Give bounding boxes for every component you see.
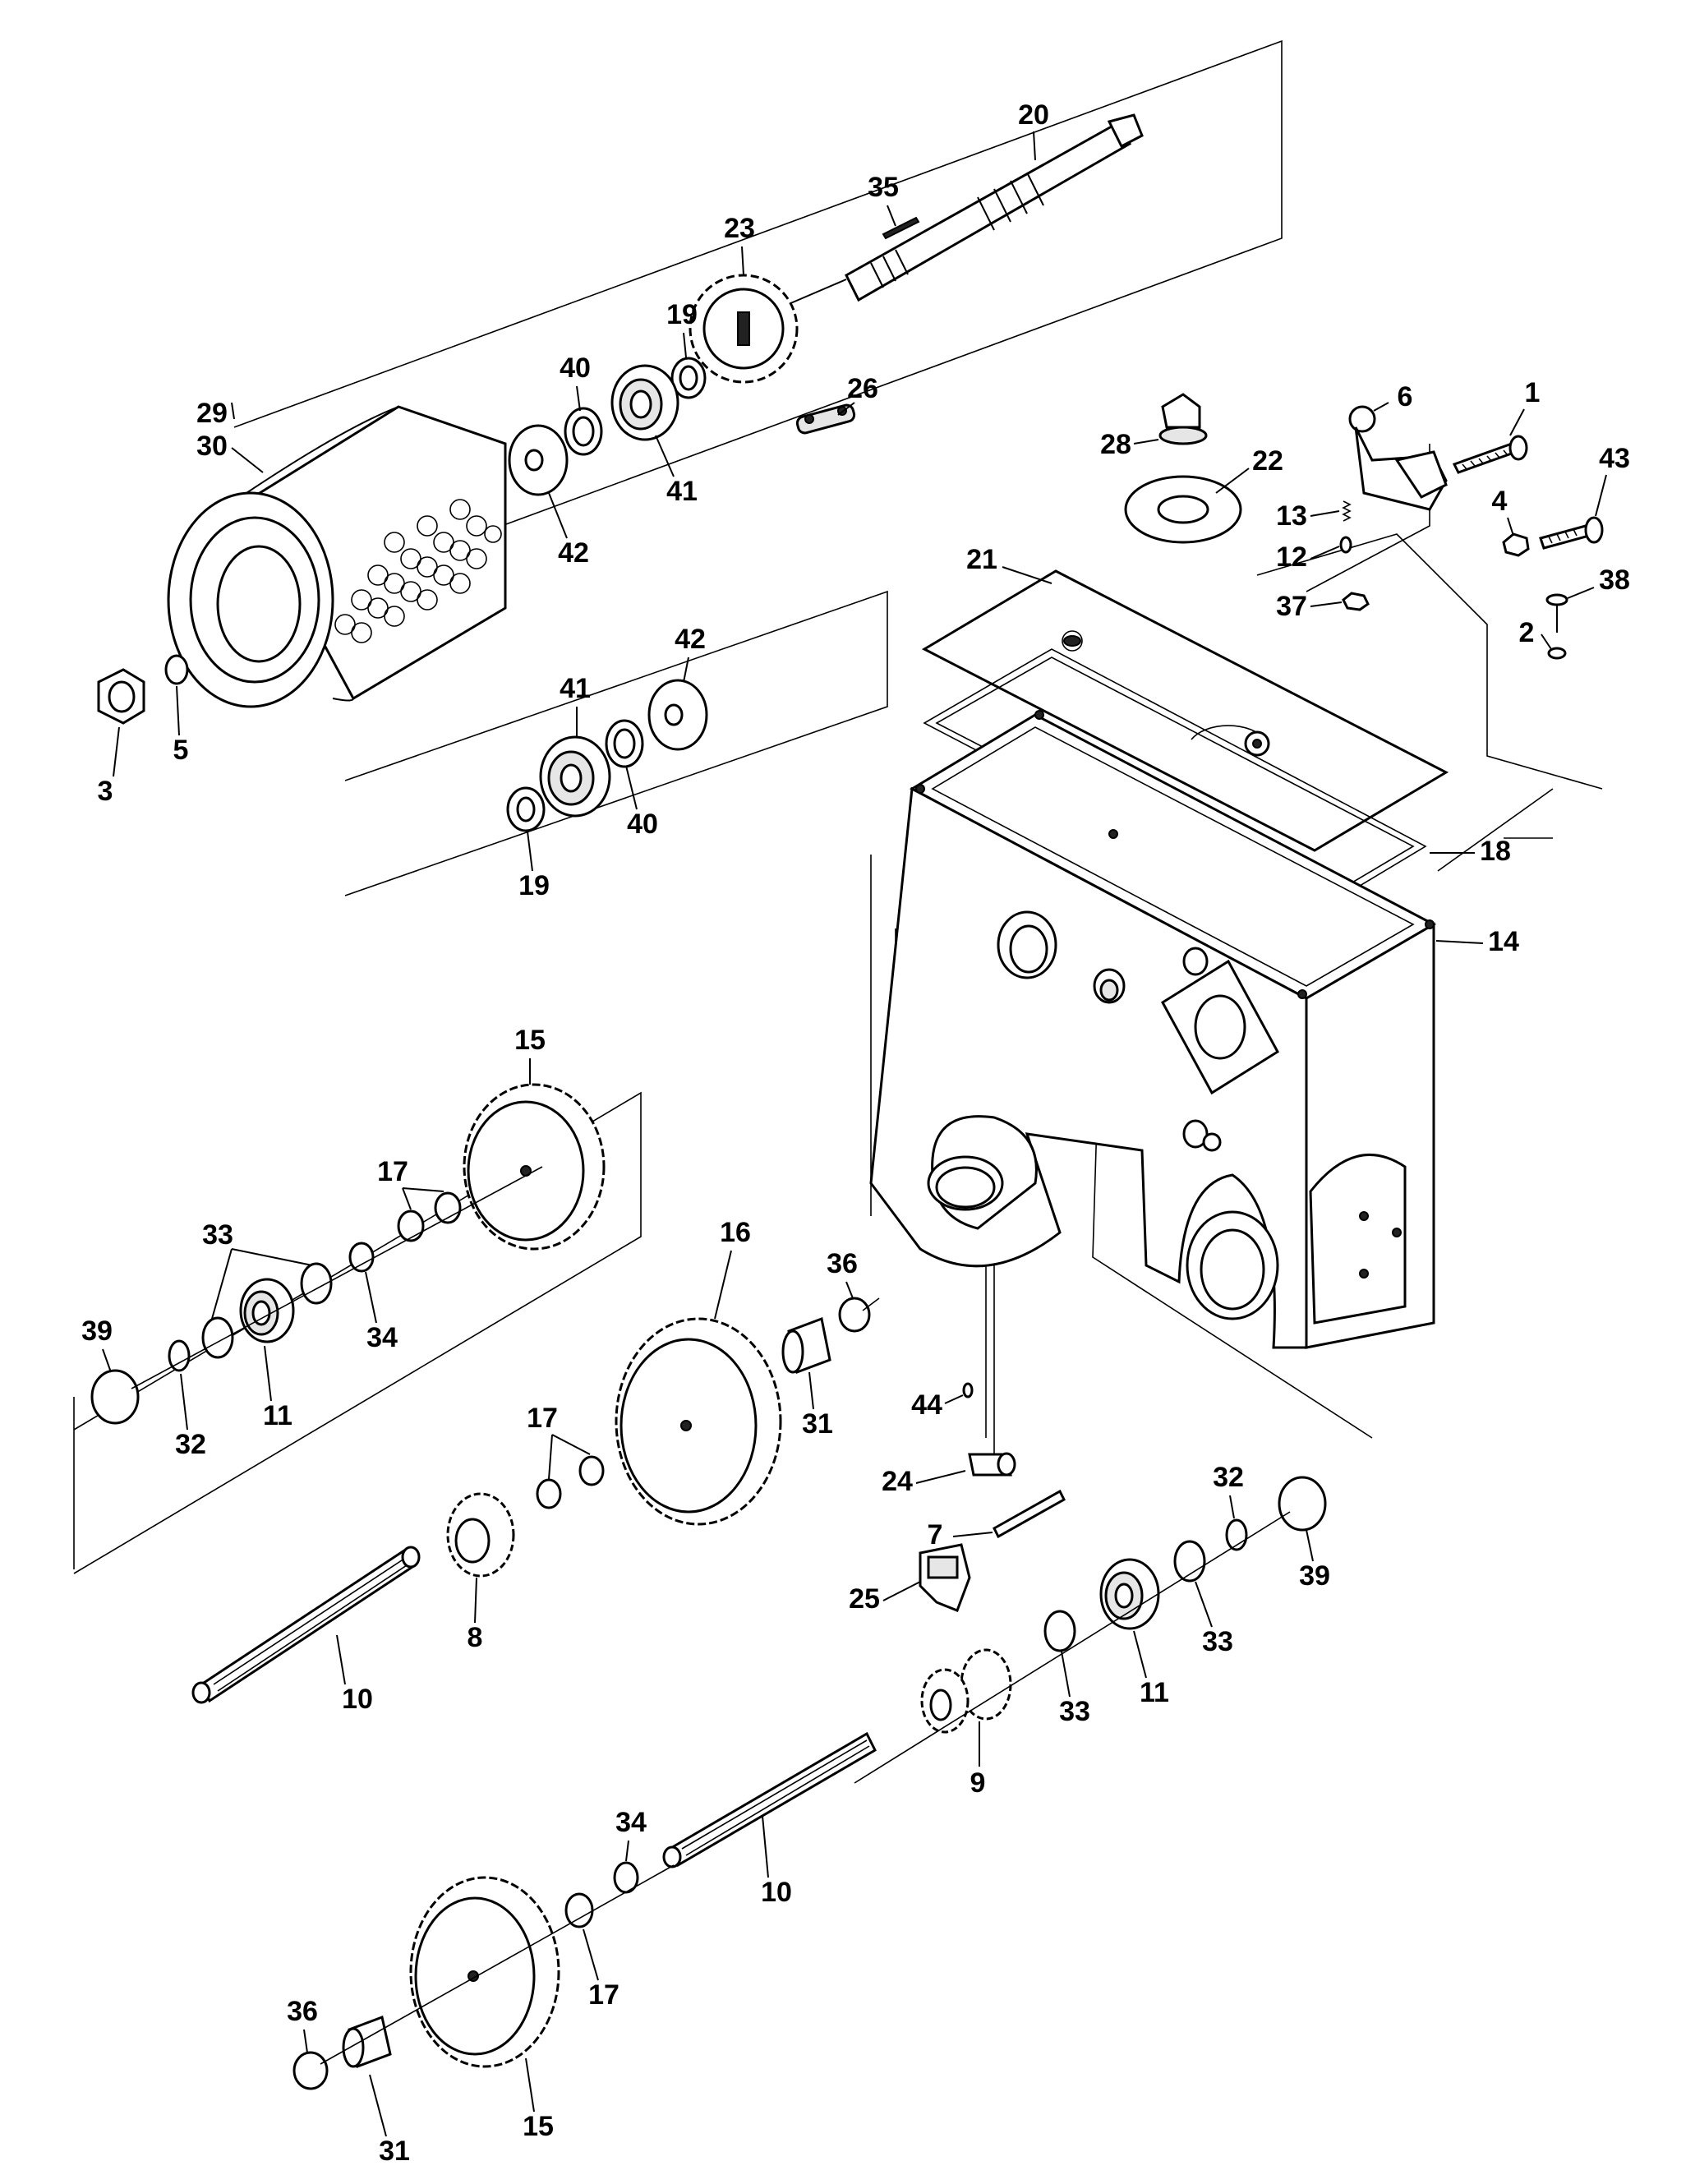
key-part: [882, 216, 920, 240]
callout-39a: 39: [81, 1315, 113, 1347]
spline-shaft-upper: [191, 1546, 421, 1704]
callout-36b: 36: [287, 1996, 318, 2027]
callout-8: 8: [468, 1622, 483, 1653]
bearing: [610, 364, 679, 441]
callout-24: 24: [882, 1466, 913, 1497]
callout-11a: 11: [263, 1400, 292, 1431]
left-gear-group: [90, 1083, 606, 1425]
callout-42a: 42: [558, 537, 589, 569]
bottom-gear-group: [292, 1861, 675, 2090]
callout-36a: 36: [827, 1248, 858, 1279]
callout-12: 12: [1276, 541, 1307, 573]
callout-26: 26: [847, 373, 878, 404]
callout-13: 13: [1276, 500, 1307, 532]
callout-labels: 1 2 3 4 5 6 7 8 9 10 10 11 11 12 13 14 1…: [81, 99, 1630, 2167]
callout-44: 44: [911, 1389, 942, 1421]
callout-28: 28: [1100, 429, 1131, 460]
callout-35: 35: [868, 172, 899, 203]
callout-16: 16: [720, 1217, 751, 1248]
callout-14: 14: [1488, 926, 1519, 957]
bearing-subassembly: [506, 679, 708, 832]
callout-40b: 40: [627, 809, 658, 840]
callout-17a: 17: [377, 1156, 408, 1187]
drum: [167, 405, 507, 708]
callout-1: 1: [1525, 377, 1541, 408]
spacer-inner: [572, 416, 595, 447]
callout-7: 7: [928, 1519, 943, 1550]
callout-43: 43: [1599, 443, 1630, 474]
ball: [1339, 536, 1352, 554]
callout-2: 2: [1519, 617, 1535, 648]
breather-cap: [1158, 393, 1208, 445]
callout-9: 9: [970, 1767, 986, 1799]
chain-link: [795, 403, 856, 435]
callout-17b: 17: [527, 1403, 558, 1434]
nut-4: [1502, 532, 1530, 557]
nut: [97, 668, 145, 725]
callout-33c: 33: [1202, 1626, 1233, 1657]
sprocket: [689, 274, 799, 384]
callout-3: 3: [98, 776, 113, 807]
callout-11b: 11: [1140, 1677, 1169, 1708]
callout-32a: 32: [175, 1429, 206, 1460]
screw-38: [1545, 593, 1568, 660]
callout-39b: 39: [1299, 1560, 1330, 1592]
callout-33b: 33: [1059, 1696, 1090, 1727]
nut-37: [1342, 592, 1370, 611]
callout-29: 29: [196, 398, 228, 429]
spring: [1342, 500, 1352, 522]
callout-30: 30: [196, 431, 228, 462]
spacer-ring: [508, 424, 569, 496]
bolt-1: [1452, 435, 1528, 474]
right-lower-group: [854, 1382, 1327, 1784]
callout-20: 20: [1018, 99, 1049, 131]
callout-10b: 10: [761, 1877, 792, 1908]
callout-33a: 33: [202, 1219, 233, 1251]
callout-40a: 40: [560, 352, 591, 384]
callout-38: 38: [1599, 564, 1630, 596]
callout-15a: 15: [514, 1025, 546, 1056]
shift-lever: [1348, 405, 1448, 511]
callout-42b: 42: [675, 624, 706, 655]
callout-17c: 17: [588, 1979, 620, 2011]
callout-32b: 32: [1213, 1462, 1244, 1493]
spline-shaft-lower: [662, 1731, 877, 1868]
middle-gear: [446, 1297, 880, 1578]
callout-41a: 41: [666, 476, 698, 507]
callout-6: 6: [1398, 381, 1413, 412]
callout-19b: 19: [518, 870, 550, 901]
callout-31b: 31: [379, 2136, 410, 2167]
callout-15b: 15: [523, 2111, 554, 2142]
callout-34a: 34: [366, 1322, 398, 1353]
callout-19a: 19: [666, 299, 698, 330]
callout-31a: 31: [802, 1408, 833, 1440]
callout-4: 4: [1492, 486, 1508, 517]
callout-34b: 34: [615, 1807, 647, 1838]
callout-5: 5: [173, 735, 189, 766]
gearbox-housing: [869, 569, 1449, 1349]
callout-25: 25: [849, 1583, 880, 1615]
callout-18: 18: [1480, 836, 1511, 867]
callout-21: 21: [966, 544, 997, 575]
main-shaft: [788, 113, 1144, 305]
callout-37: 37: [1276, 591, 1307, 622]
callout-10a: 10: [342, 1684, 373, 1715]
callout-23: 23: [724, 213, 755, 244]
bolt-43: [1539, 516, 1604, 550]
washer-5: [164, 654, 189, 685]
callout-41b: 41: [560, 673, 591, 704]
washer-inner: [679, 365, 698, 391]
breather-washer: [1124, 475, 1242, 544]
callout-22: 22: [1252, 445, 1283, 477]
